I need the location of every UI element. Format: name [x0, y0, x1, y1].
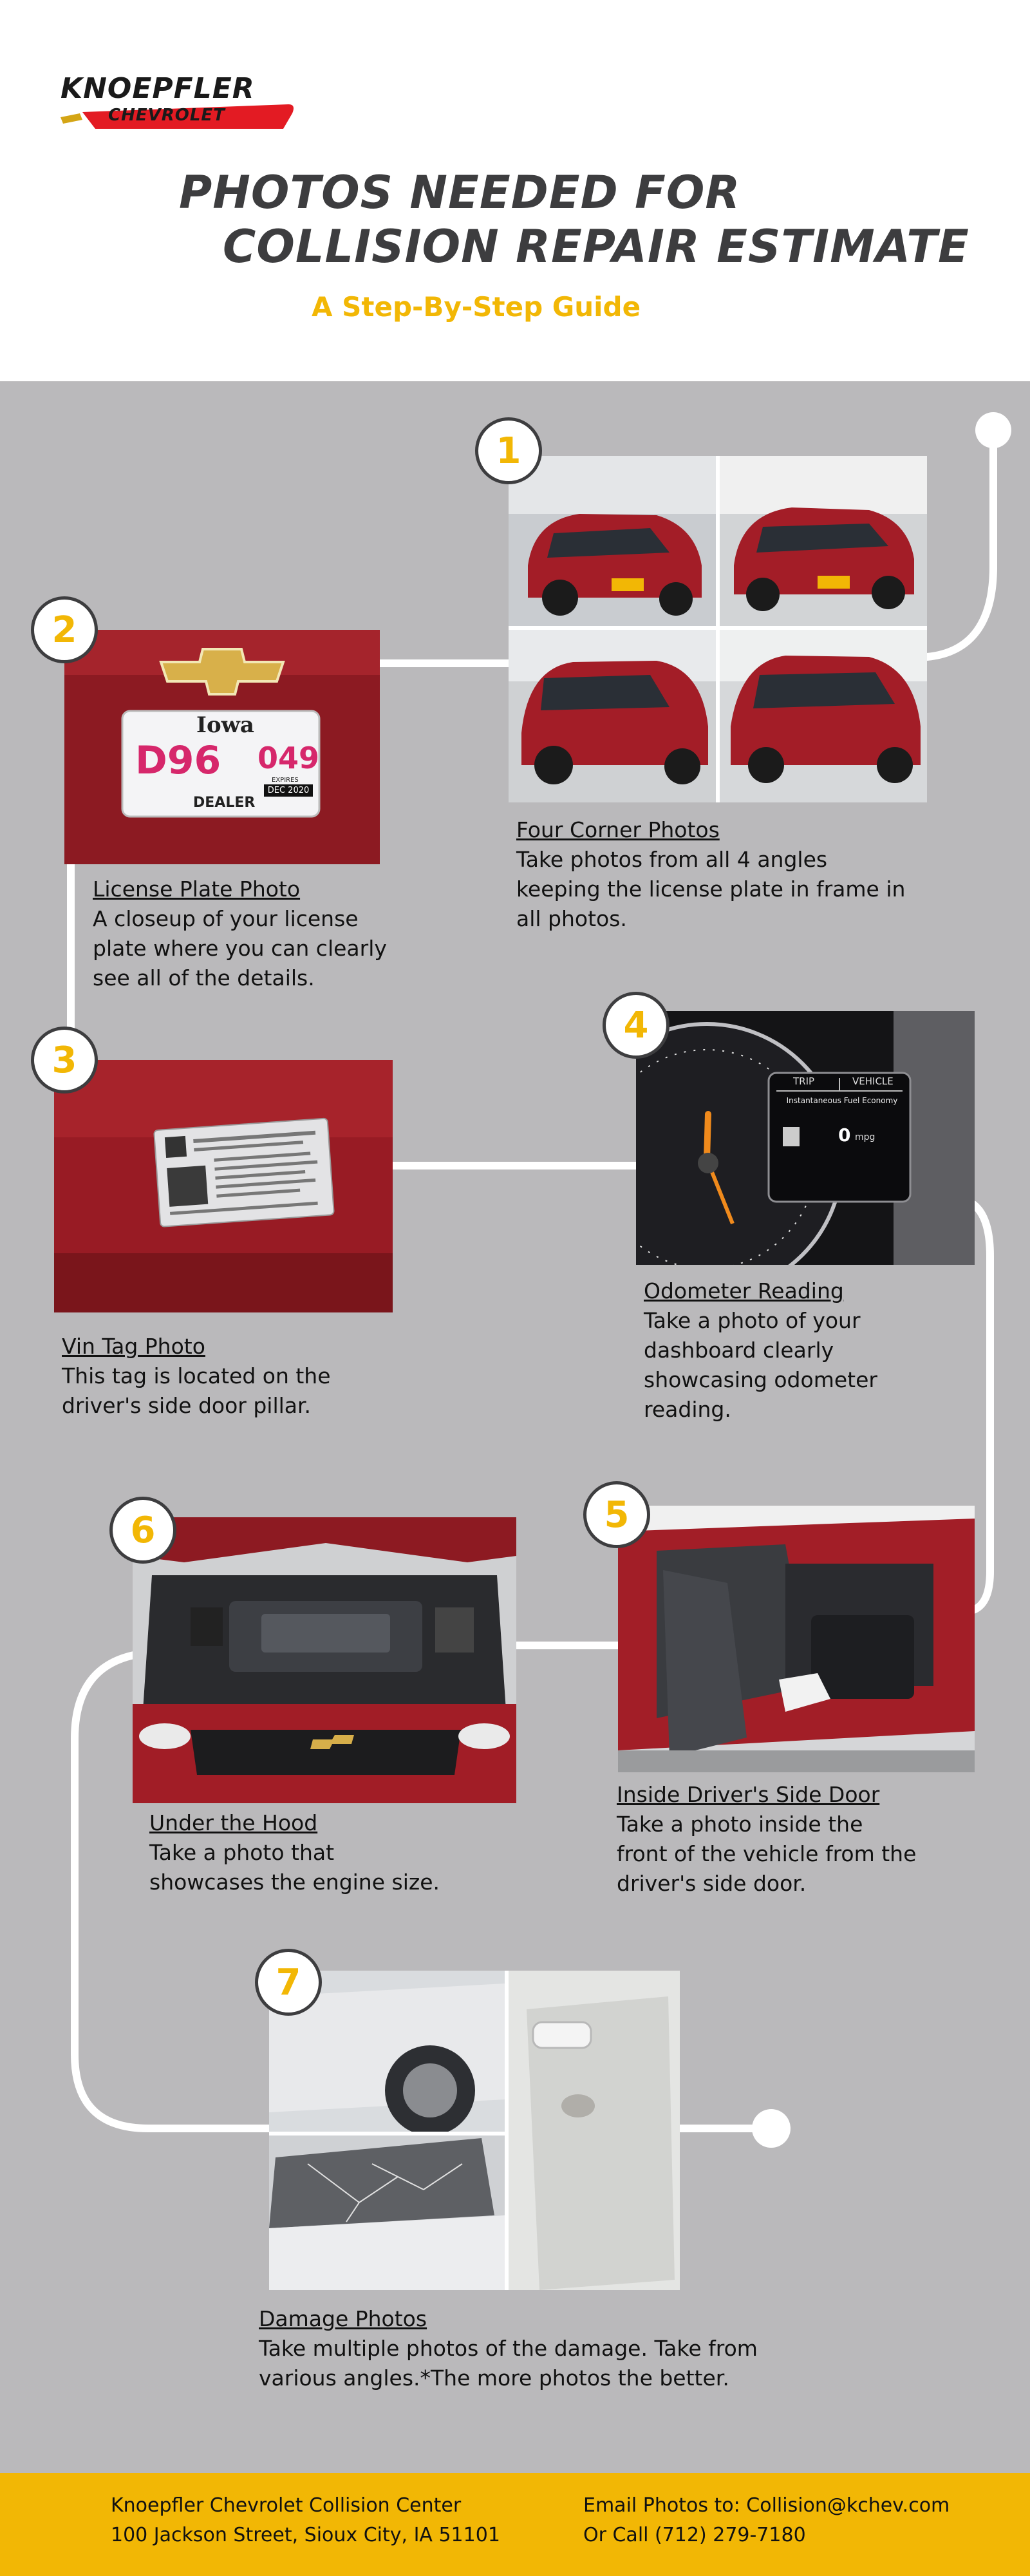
footer-email-link[interactable]: Email Photos to: Collision@kchev.com	[583, 2494, 950, 2517]
step-5-body-line: driver's side door.	[617, 1871, 807, 1896]
engine-bay-photo-icon	[133, 1517, 516, 1803]
plate-number-left: D96	[135, 738, 221, 783]
step-6-title: Under the Hood	[149, 1810, 318, 1835]
step-1-photo	[509, 456, 927, 802]
dash-readout-value: 0	[838, 1124, 851, 1146]
step-3-photo	[54, 1060, 393, 1312]
step-4-title: Odometer Reading	[644, 1278, 844, 1303]
step-1-body-line: Take photos from all 4 angles	[516, 847, 828, 872]
step-6-number-badge: 6	[109, 1497, 176, 1564]
step-1-caption: Four Corner Photos Take photos from all …	[516, 815, 967, 934]
step-7-caption: Damage Photos Take multiple photos of th…	[259, 2304, 838, 2393]
license-plate-photo-icon	[64, 630, 380, 864]
plate-number-right: 049	[258, 741, 320, 775]
step-2-body-line: plate where you can clearly	[93, 936, 387, 961]
page-subtitle: A Step-By-Step Guide	[312, 291, 641, 323]
step-7-photo	[269, 1971, 680, 2290]
step-3-number-badge: 3	[31, 1027, 98, 1094]
step-4-body-line: Take a photo of your	[644, 1308, 861, 1333]
step-3-body-line: driver's side door pillar.	[62, 1393, 312, 1418]
logo-brand-top: KNOEPFLER	[61, 72, 255, 105]
path-start-dot	[975, 412, 1011, 448]
dash-tab-trip: TRIP	[793, 1075, 815, 1087]
path-end-dot	[752, 2109, 791, 2148]
step-2-body-line: A closeup of your license	[93, 906, 359, 931]
footer-address: 100 Jackson Street, Sioux City, IA 51101	[111, 2524, 500, 2546]
dash-readout-unit: mpg	[855, 1132, 876, 1142]
step-4-body-line: reading.	[644, 1397, 731, 1422]
step-4-photo: TRIP VEHICLE Instantaneous Fuel Economy …	[636, 1011, 975, 1265]
step-5-photo	[618, 1506, 975, 1772]
step-4-number-badge: 4	[603, 992, 670, 1059]
page-title-line-1: PHOTOS NEEDED FOR	[179, 166, 741, 219]
step-2-body-line: see all of the details.	[93, 965, 315, 990]
chevy-swoosh-icon	[61, 104, 294, 129]
page-title-line-2: COLLISION REPAIR ESTIMATE	[223, 220, 969, 273]
step-7-number-badge: 7	[255, 1949, 322, 2016]
step-4-body-line: showcasing odometer	[644, 1367, 877, 1392]
step-5-body-line: front of the vehicle from the	[617, 1841, 917, 1866]
footer-phone-link[interactable]: Or Call (712) 279-7180	[583, 2524, 806, 2546]
step-1-body-line: keeping the license plate in frame in	[516, 876, 906, 902]
damage-photo-icon	[269, 1971, 680, 2290]
step-1-body-line: all photos.	[516, 906, 627, 931]
step-5-caption: Inside Driver's Side Door Take a photo i…	[617, 1780, 977, 1899]
step-4-body-line: dashboard clearly	[644, 1338, 834, 1363]
step-7-body-line: Take multiple photos of the damage. Take…	[259, 2336, 758, 2361]
open-door-photo-icon	[618, 1506, 975, 1772]
logo-brand-bottom: CHEVROLET	[108, 106, 225, 125]
dash-tab-vehicle: VEHICLE	[852, 1075, 894, 1087]
header: KNOEPFLER CHEVROLET PHOTOS NEEDED FOR CO…	[0, 0, 1030, 381]
step-5-body-line: Take a photo inside the	[617, 1812, 863, 1837]
footer-company: Knoepfler Chevrolet Collision Center	[111, 2494, 462, 2517]
step-6-body-line: showcases the engine size.	[149, 1870, 440, 1895]
vin-tag-photo-icon	[54, 1060, 393, 1312]
step-6-photo	[133, 1517, 516, 1803]
step-5-title: Inside Driver's Side Door	[617, 1782, 880, 1807]
plate-expires-label: EXPIRES	[272, 777, 299, 784]
step-4-caption: Odometer Reading Take a photo of your da…	[644, 1276, 979, 1425]
car-four-corners-photo-icon	[509, 456, 927, 802]
step-2-number-badge: 2	[31, 596, 98, 663]
dealer-logo[interactable]: KNOEPFLER CHEVROLET	[57, 70, 301, 134]
footer: Knoepfler Chevrolet Collision Center 100…	[0, 2473, 1030, 2576]
step-3-caption: Vin Tag Photo This tag is located on the…	[62, 1332, 397, 1421]
step-7-body-line: various angles.*The more photos the bett…	[259, 2365, 729, 2391]
odometer-photo-icon	[636, 1011, 975, 1265]
plate-state: Iowa	[196, 712, 254, 738]
step-6-body-line: Take a photo that	[149, 1840, 335, 1865]
step-2-photo: Iowa D96 049 EXPIRES DEC 2020 DEALER	[64, 630, 380, 864]
step-3-title: Vin Tag Photo	[62, 1334, 205, 1359]
step-2-caption: License Plate Photo A closeup of your li…	[93, 875, 427, 993]
plate-dealer: DEALER	[193, 795, 256, 811]
step-7-title: Damage Photos	[259, 2306, 427, 2331]
dash-readout-label: Instantaneous Fuel Economy	[786, 1096, 898, 1105]
step-1-number-badge: 1	[475, 417, 542, 484]
step-2-title: License Plate Photo	[93, 876, 301, 902]
step-5-number-badge: 5	[583, 1481, 650, 1548]
step-1-title: Four Corner Photos	[516, 817, 720, 842]
plate-expires-date: DEC 2020	[264, 784, 313, 797]
step-6-caption: Under the Hood Take a photo that showcas…	[149, 1808, 510, 1897]
step-3-body-line: This tag is located on the	[62, 1363, 331, 1388]
